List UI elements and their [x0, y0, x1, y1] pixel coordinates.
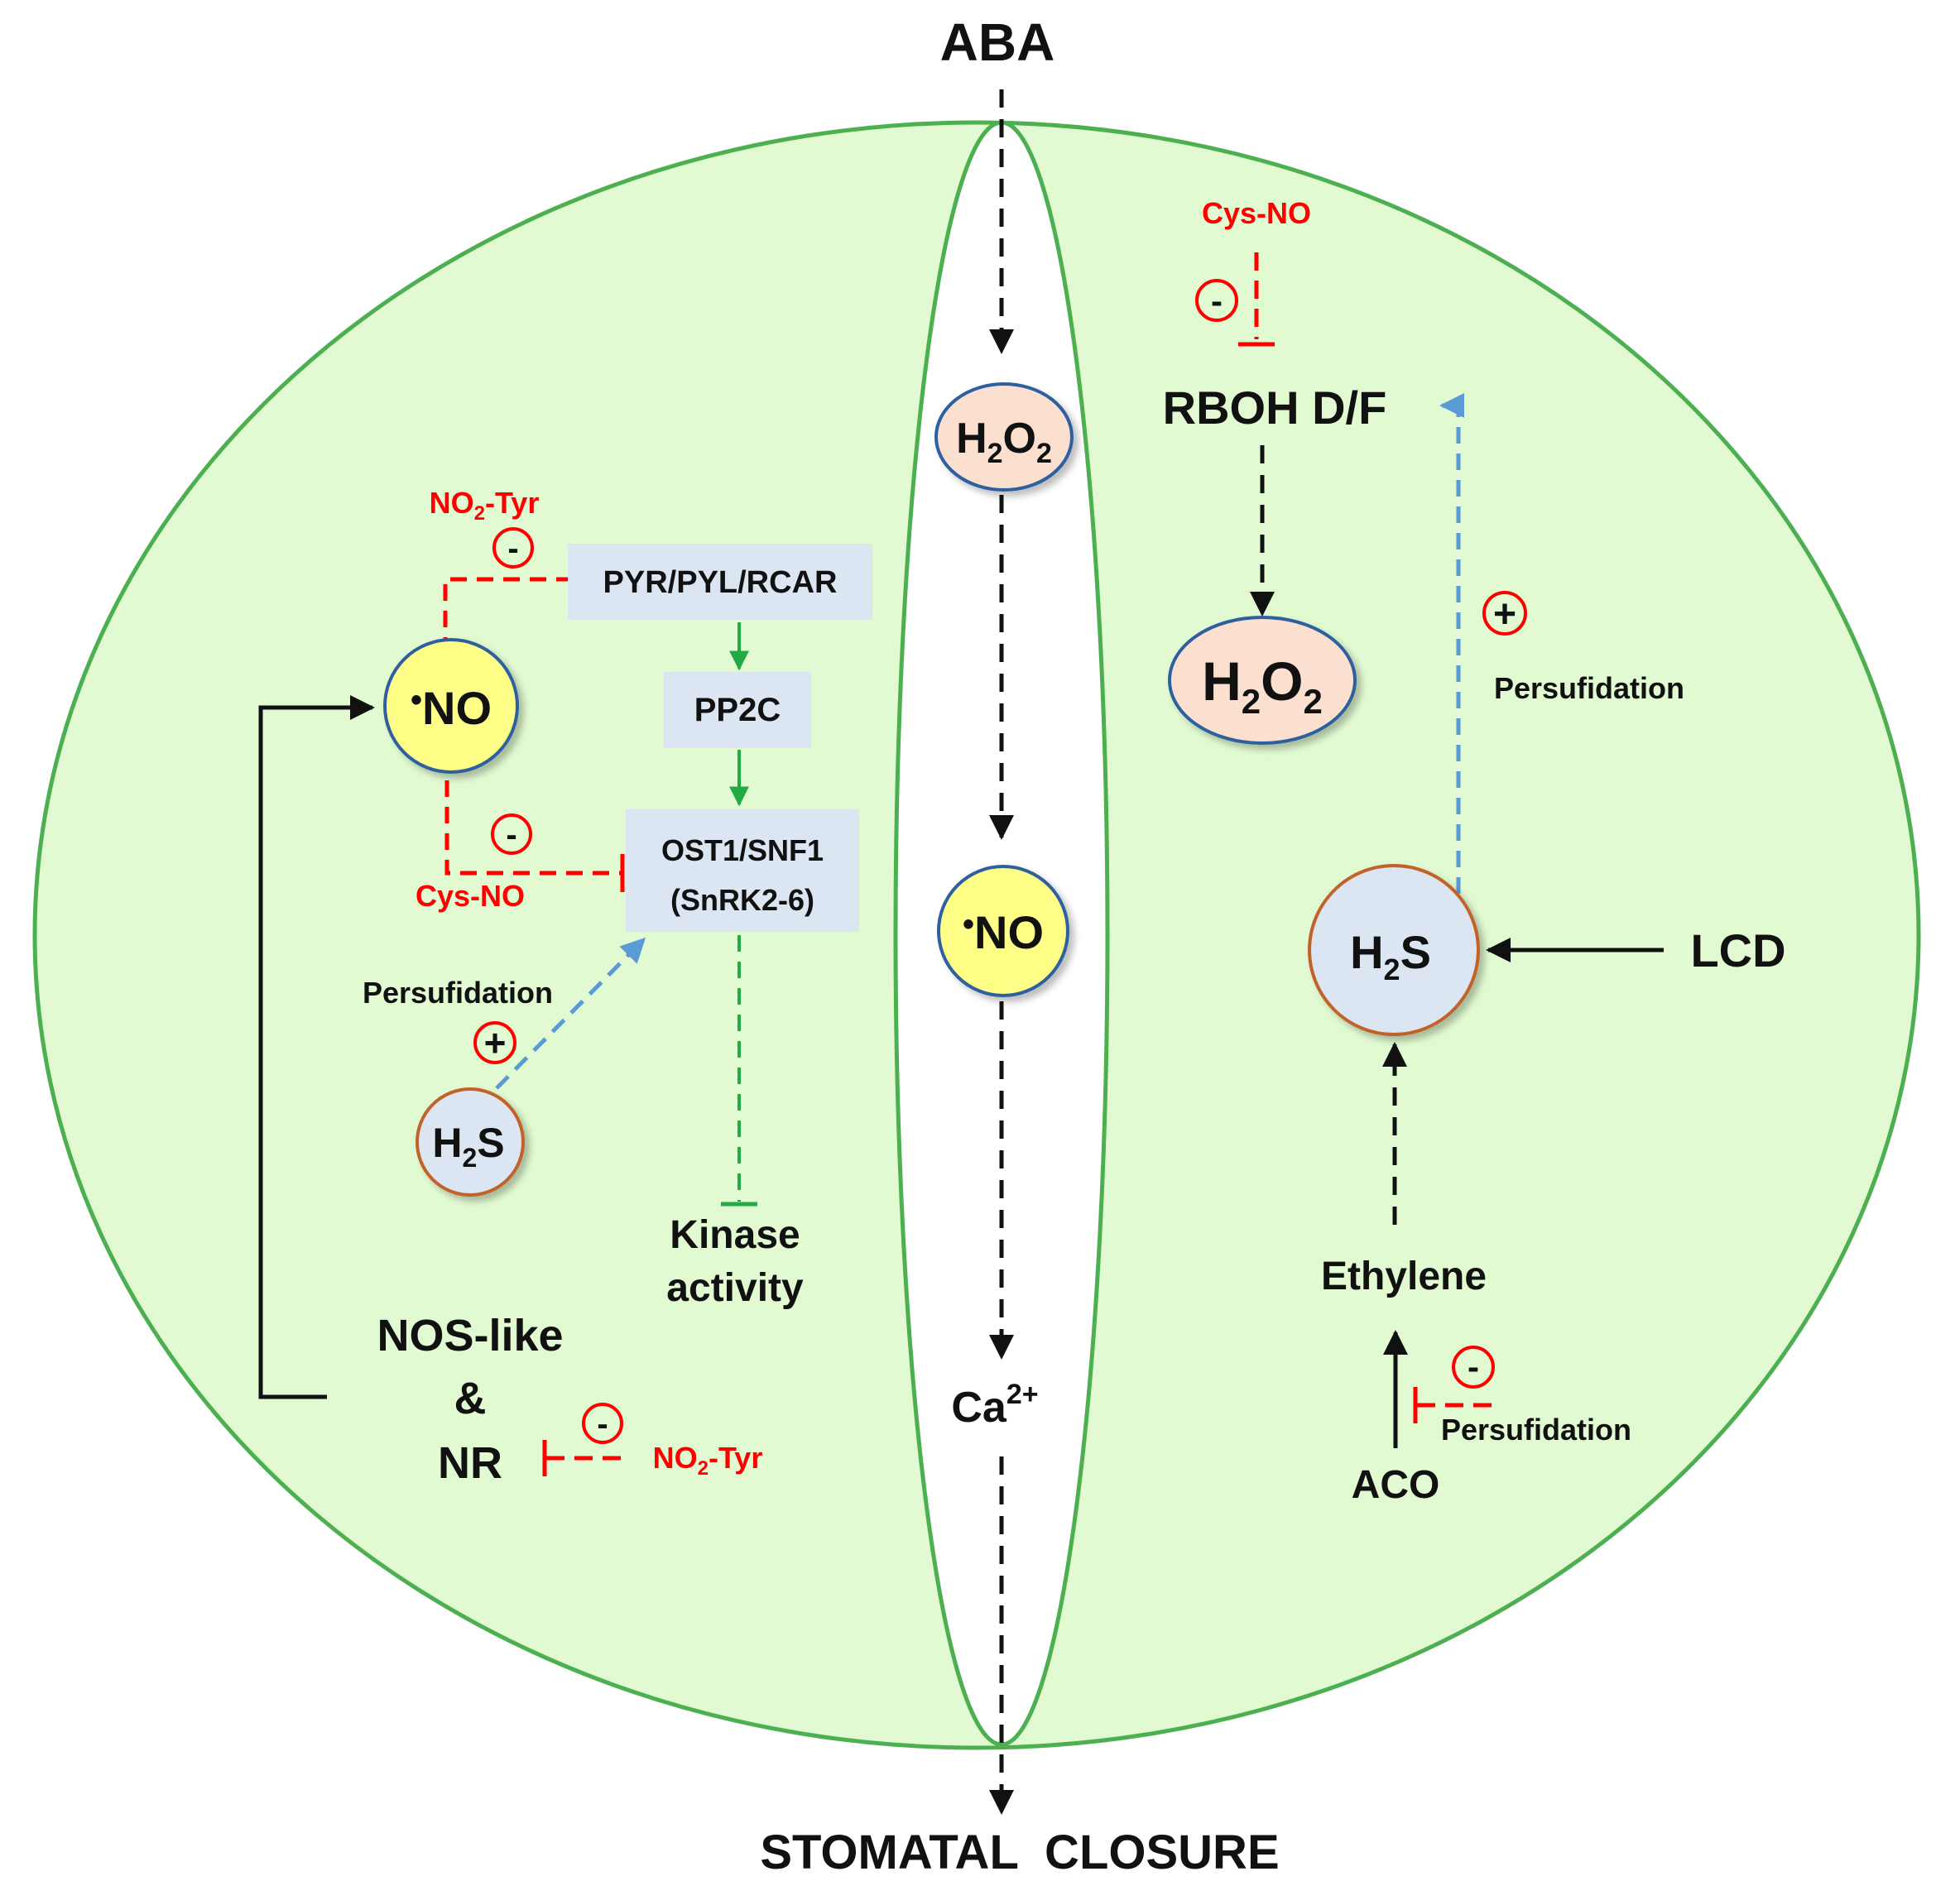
svg-text:•NO: •NO	[411, 682, 492, 734]
svg-text:+: +	[1493, 593, 1516, 636]
cysno-left-label: Cys-NO	[416, 879, 525, 913]
no-inhibits-ost1	[444, 780, 622, 876]
minus-icon: -	[582, 1403, 623, 1444]
nos-label-line2: &	[454, 1374, 487, 1423]
svg-text:-: -	[506, 817, 516, 853]
h2s-activates-rboh-arrow	[1439, 393, 1464, 894]
no-center-node: •NO	[937, 865, 1069, 997]
h2s-left-node: H2S	[416, 1087, 525, 1197]
svg-text:-: -	[507, 530, 518, 567]
plus-icon: +	[473, 1021, 516, 1064]
ethylene-label: Ethylene	[1321, 1255, 1487, 1298]
plus-icon: +	[1482, 591, 1527, 636]
svg-text:H2O2: H2O2	[956, 415, 1052, 469]
nos-to-no-arrow	[258, 695, 375, 1399]
svg-text:-: -	[1468, 1347, 1479, 1386]
aba-label: ABA	[940, 12, 1055, 72]
kinase-label-line1: Kinase	[670, 1213, 800, 1257]
h2o2-center-node: H2O2	[934, 382, 1074, 492]
minus-icon: -	[491, 813, 532, 855]
pp2c-label: PP2C	[694, 692, 781, 728]
svg-text:H2S: H2S	[1350, 926, 1431, 986]
stomatal-closure-label: STOMATAL CLOSURE	[760, 1826, 1279, 1879]
nos-label-line3: NR	[438, 1438, 502, 1488]
no-left-node: •NO	[383, 638, 519, 774]
cysno-right-label: Cys-NO	[1202, 196, 1311, 230]
pp2c-box	[664, 672, 811, 748]
minus-icon: -	[492, 527, 534, 569]
minus-icon: -	[1195, 279, 1238, 322]
svg-text:-: -	[1211, 281, 1223, 320]
nos-label-line1: NOS-like	[377, 1311, 563, 1360]
rboh-label: RBOH D/F	[1163, 381, 1387, 434]
h2s-activates-ost1-arrow	[495, 937, 646, 1090]
svg-text:•NO: •NO	[963, 906, 1044, 958]
persulf-right-bottom-label: Persufidation	[1441, 1413, 1631, 1447]
ca-label: Ca2+	[951, 1379, 1038, 1432]
svg-text:H2S: H2S	[432, 1120, 504, 1173]
no2tyr-top-label: NO2-Tyr	[430, 486, 540, 525]
aco-label: ACO	[1352, 1463, 1440, 1507]
svg-text:H2O2: H2O2	[1202, 650, 1323, 721]
svg-text:+: +	[484, 1021, 507, 1064]
svg-text:-: -	[597, 1406, 608, 1442]
h2o2-right-node: H2O2	[1168, 616, 1357, 745]
no2tyr-bottom-label: NO2-Tyr	[653, 1441, 763, 1480]
persulf-right-top-label: Persufidation	[1494, 671, 1684, 705]
h2s-right-node: H2S	[1308, 864, 1480, 1036]
ost1-label-line2: (SnRK2-6)	[670, 883, 814, 917]
pyr-label: PYR/PYL/RCAR	[603, 565, 838, 600]
persulf-left-label: Persufidation	[363, 976, 553, 1010]
lcd-label: LCD	[1690, 924, 1785, 976]
pyr-box	[568, 544, 872, 620]
kinase-label-line2: activity	[666, 1266, 804, 1310]
ost1-label-line1: OST1/SNF1	[661, 833, 824, 867]
ost1-box	[626, 809, 859, 932]
minus-icon: -	[1452, 1346, 1495, 1389]
